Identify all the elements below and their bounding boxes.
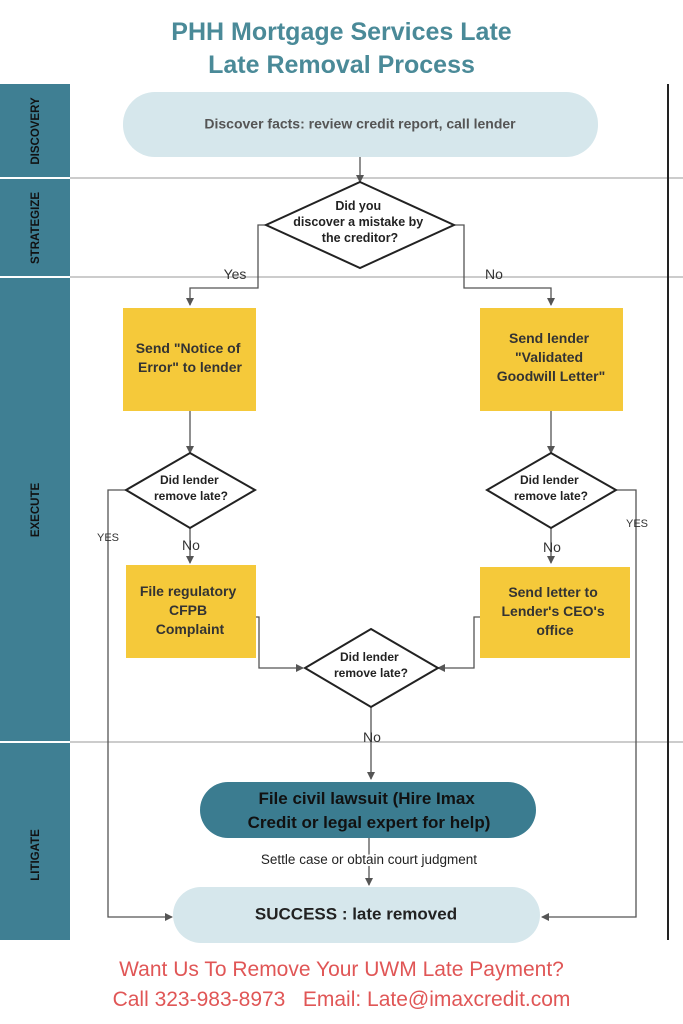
label-no-left: No	[182, 537, 200, 553]
success-label: SUCCESS : late removed	[255, 904, 457, 923]
settle-label: Settle case or obtain court judgment	[261, 852, 477, 867]
svg-text:Send lender "Validated: Send lender "Validated Goodwill Letter"	[497, 330, 606, 384]
label-no-main: No	[485, 266, 503, 282]
notice-of-error-line: Error" to lender	[138, 359, 242, 375]
connectors	[107, 157, 637, 921]
lawsuit-line: Credit or legal expert for help)	[248, 813, 491, 832]
cfpb-complaint-line: File regulatory	[140, 583, 237, 599]
decision-center-line: remove late?	[334, 666, 408, 680]
label-no-right: No	[543, 539, 561, 555]
title-line-1: PHH Mortgage Services Late	[171, 18, 512, 46]
lane-bar-strategize	[0, 179, 70, 276]
edge-yes-main	[186, 224, 266, 306]
footer-line-2: Call 323-983-8973 Email: Late@imaxcredit…	[112, 988, 571, 1011]
decision-left-line: Did lender	[160, 473, 219, 487]
decision-mistake-line: the creditor?	[322, 231, 398, 245]
edge-yes-left	[107, 489, 173, 921]
svg-text:Did you discover a mistake: Did you discover a mistake by the credit…	[293, 199, 426, 245]
ceo-letter-line: Lender's CEO's	[501, 603, 604, 619]
title-line-2: Late Removal Process	[208, 51, 475, 79]
cfpb-complaint-line: Complaint	[156, 621, 225, 637]
success-node	[173, 887, 540, 943]
edge-cfpb-to-center	[256, 616, 304, 672]
discover-label: Discover facts: review credit report, ca…	[204, 116, 516, 132]
decision-left	[124, 451, 258, 530]
lane-bar-litigate	[0, 743, 70, 940]
svg-text:File civil lawsuit (Hire Imax: File civil lawsuit (Hire Imax Credit or …	[248, 789, 491, 832]
svg-text:Did lender remove late?: Did lender remove late?	[514, 473, 588, 503]
svg-text:Send "Notice of Error" to: Send "Notice of Error" to lender	[136, 340, 245, 375]
svg-text:Did lender remove late?: Did lender remove late?	[334, 650, 408, 680]
cfpb-complaint-node	[126, 565, 256, 658]
decision-right-line: Did lender	[520, 473, 579, 487]
decision-left-line: remove late?	[154, 489, 228, 503]
lawsuit-line: File civil lawsuit (Hire Imax	[258, 789, 475, 808]
ceo-letter-node	[480, 567, 630, 658]
notice-of-error-line: Send "Notice of	[136, 340, 241, 356]
decision-center	[303, 627, 440, 709]
lane-bar-discovery	[0, 84, 70, 177]
svg-text:File regulatory CFPB C: File regulatory CFPB Complaint	[140, 583, 240, 637]
notice-of-error-node	[123, 308, 256, 411]
footer-cta: Want Us To Remove Your UWM Late Payment?…	[0, 955, 683, 1015]
lane-label-litigate: LITIGATE	[30, 829, 42, 881]
label-no-center: No	[363, 729, 381, 745]
discover-node	[123, 92, 598, 157]
goodwill-letter-line: "Validated	[515, 349, 583, 365]
svg-text:Send letter to Lender's CE: Send letter to Lender's CEO's office	[501, 584, 608, 638]
footer-line-1: Want Us To Remove Your UWM Late Payment?	[119, 958, 564, 981]
decision-mistake-line: Did you	[335, 199, 381, 213]
goodwill-letter-node	[480, 308, 623, 411]
lane-label-discovery: DISCOVERY	[30, 97, 42, 165]
lane-bar-execute	[0, 278, 70, 741]
decision-center-line: Did lender	[340, 650, 399, 664]
goodwill-letter-line: Goodwill Letter"	[497, 368, 606, 384]
label-yes-main: Yes	[224, 266, 247, 282]
page-title: PHH Mortgage Services Late Late Removal …	[0, 16, 683, 82]
lawsuit-node	[200, 782, 536, 838]
decision-mistake-line: discover a mistake by	[293, 215, 423, 229]
edge-ceo-to-center	[437, 616, 480, 672]
goodwill-letter-line: Send lender	[509, 330, 590, 346]
decision-right	[485, 451, 619, 530]
label-yes-left: YES	[97, 532, 119, 544]
lane-label-strategize: STRATEGIZE	[30, 192, 42, 264]
ceo-letter-line: office	[536, 622, 574, 638]
cfpb-complaint-line: CFPB	[169, 602, 207, 618]
svg-text:Did lender remove late?: Did lender remove late?	[154, 473, 228, 503]
decision-mistake	[263, 180, 457, 270]
edge-yes-right	[541, 489, 637, 921]
label-yes-right: YES	[626, 518, 648, 530]
ceo-letter-line: Send letter to	[508, 584, 597, 600]
swimlanes: DISCOVERY STRATEGIZE EXECUTE LITIGATE	[0, 84, 683, 940]
decision-right-line: remove late?	[514, 489, 588, 503]
lane-label-execute: EXECUTE	[30, 483, 42, 538]
edge-no-main	[454, 224, 555, 306]
